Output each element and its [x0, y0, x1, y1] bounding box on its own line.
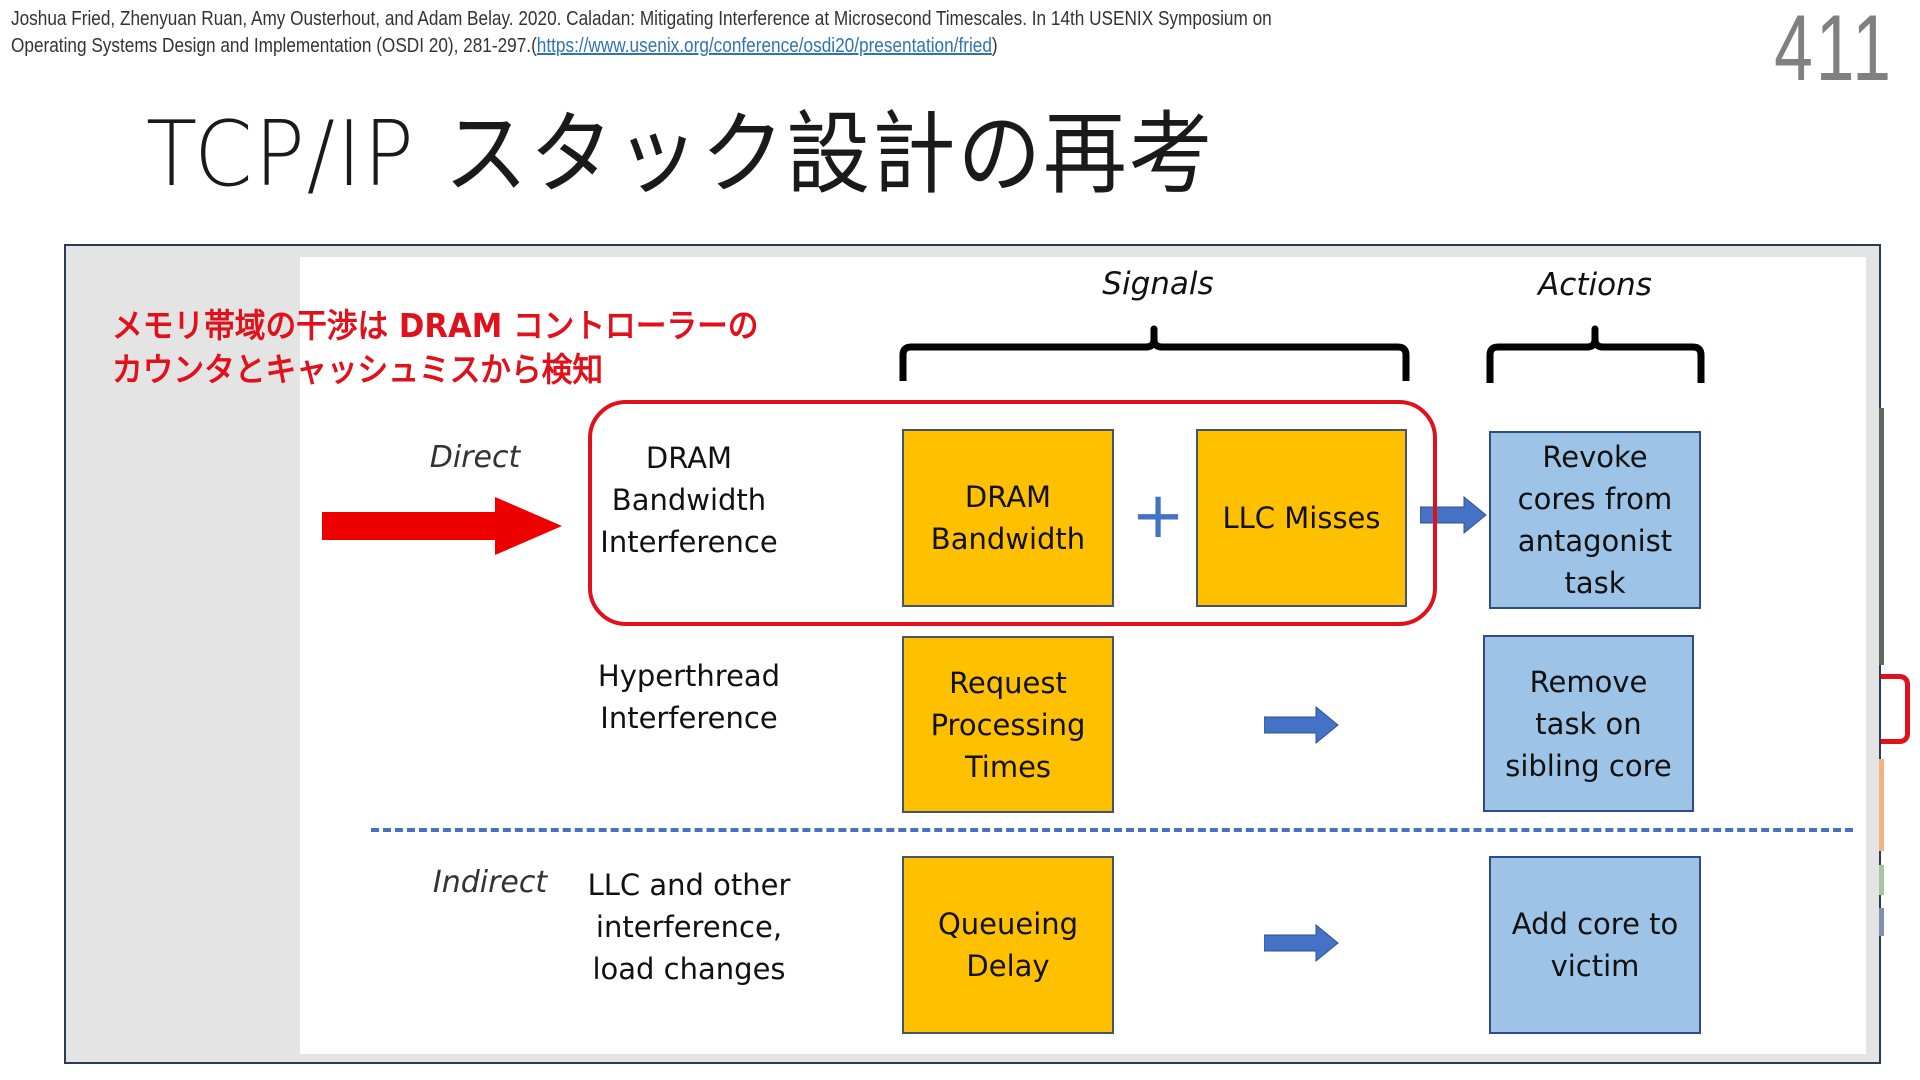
row-desc-hyperthread: Hyperthread Interference	[597, 659, 781, 735]
braces	[899, 325, 1705, 383]
row-desc-llc: LLC and other interference, load changes	[587, 868, 791, 986]
plus-icon: +	[1131, 479, 1185, 553]
direct-indirect-separator	[371, 828, 1853, 832]
action-box-add-core: Add core to victim	[1489, 856, 1701, 1034]
red-annotation: メモリ帯域の干渉は DRAM コントローラーの カウンタとキャッシュミスから検知	[112, 304, 759, 392]
citation-suffix: )	[991, 35, 998, 57]
arrow-right-icon	[1420, 496, 1487, 534]
row-desc-dram: DRAM Bandwidth Interference	[600, 441, 778, 559]
edge-mark-green	[1879, 865, 1884, 895]
row-label-indirect: Indirect	[432, 865, 548, 900]
signals-header: Signals	[1102, 266, 1214, 302]
arrow-right-icon	[1264, 924, 1339, 962]
signal-box-queueing-delay: Queueing Delay	[902, 856, 1114, 1034]
actions-brace	[1486, 325, 1705, 383]
annotation-line-2: カウンタとキャッシュミスから検知	[112, 350, 604, 389]
citation: Joshua Fried, Zhenyuan Ruan, Amy Ousterh…	[11, 6, 1473, 60]
citation-line-2: Operating Systems Design and Implementat…	[11, 33, 1473, 60]
annotation-line-1: メモリ帯域の干渉は DRAM コントローラーの	[112, 306, 759, 345]
edge-mark-dark	[1879, 408, 1884, 665]
highlight-box	[588, 400, 1437, 626]
page-number: 411	[1774, 0, 1894, 100]
red-arrow-icon	[322, 497, 562, 555]
action-box-remove-task: Remove task on sibling core	[1483, 635, 1694, 812]
signals-brace	[899, 325, 1410, 381]
edge-mark-red-bracket	[1881, 674, 1910, 744]
actions-header: Actions	[1538, 267, 1652, 303]
edge-mark-orange	[1879, 759, 1884, 851]
citation-link[interactable]: https://www.usenix.org/conference/osdi20…	[536, 35, 992, 57]
row-label-direct: Direct	[429, 440, 521, 475]
signal-box-dram-bandwidth: DRAM Bandwidth	[902, 429, 1114, 607]
action-box-revoke-cores: Revoke cores from antagonist task	[1489, 431, 1701, 609]
arrow-right-icon	[1264, 706, 1339, 744]
citation-line-1: Joshua Fried, Zhenyuan Ruan, Amy Ousterh…	[11, 8, 1272, 30]
slide-title: TCP/IP スタック設計の再考	[146, 102, 1215, 207]
signal-box-request-processing: Request Processing Times	[902, 636, 1114, 813]
edge-mark-blue	[1879, 908, 1884, 936]
citation-prefix: Operating Systems Design and Implementat…	[11, 35, 537, 57]
signal-box-llc-misses: LLC Misses	[1196, 429, 1407, 607]
